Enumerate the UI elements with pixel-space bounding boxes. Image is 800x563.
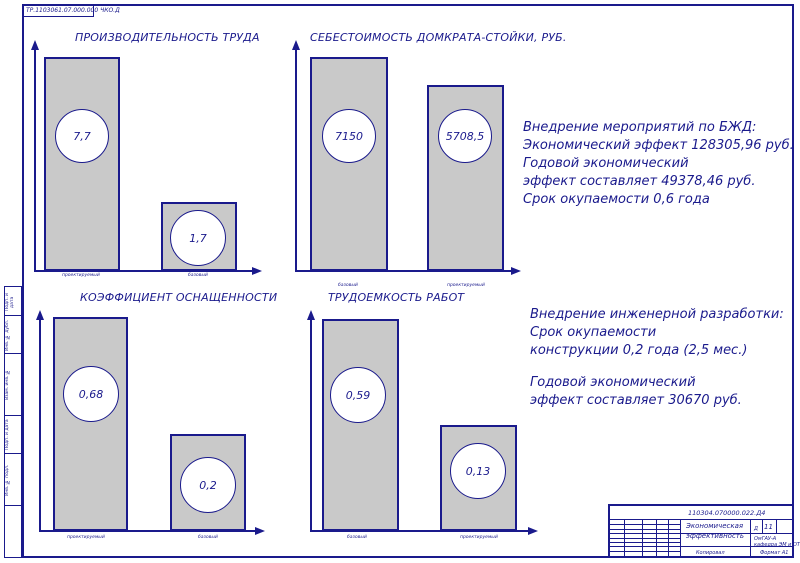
stamp-rule (668, 519, 669, 557)
chart-title: ПРОИЗВОДИТЕЛЬНОСТЬ ТРУДА (75, 31, 260, 44)
stamp-rule (680, 519, 681, 557)
y-axis-arrow (292, 40, 300, 50)
value-label: 0,13 (450, 443, 506, 499)
note-bzhd: Внедрение мероприятий по БЖД: Экономичес… (523, 119, 794, 209)
chart-title: СЕБЕСТОИМОСТЬ ДОМКРАТА-СТОЙКИ, РУБ. (310, 31, 567, 44)
value-label: 0,68 (63, 366, 119, 422)
note-line: Внедрение инженерной разработки: (530, 307, 784, 322)
note-line: Срок окупаемости 0,6 года (523, 192, 710, 207)
note-annual-effect: Годовой экономический эффект составляет … (530, 374, 742, 410)
side-divider (5, 315, 21, 316)
x-axis-arrow (528, 527, 538, 535)
value-label: 7150 (322, 109, 376, 163)
stamp-rule (610, 524, 680, 525)
stamp-sheet-number: 11 (764, 523, 773, 531)
drawing-frame (22, 4, 794, 558)
y-axis (310, 316, 312, 532)
value-label: 7,7 (55, 109, 109, 163)
value-label: 5708,5 (438, 109, 492, 163)
note-line: Экономический эффект 128305,96 руб. (523, 138, 794, 153)
x-axis (34, 270, 252, 272)
bar (322, 319, 399, 531)
side-strip: Подп. и дата Инв. № дубл. Взам. инв. № П… (4, 286, 22, 558)
y-axis (39, 316, 41, 532)
y-axis (295, 46, 297, 272)
side-label: Подп. и дата (5, 419, 10, 451)
stamp-org: кафедра ЭМ и ОТ (754, 542, 800, 548)
x-axis (39, 530, 255, 532)
side-label: Инв. № подл. (5, 464, 10, 496)
category-label: проектируемый (67, 535, 105, 540)
note-line: Внедрение мероприятий по БЖД: (523, 120, 757, 135)
stamp-rule (610, 546, 794, 547)
side-label: Инв. № дубл. (5, 319, 10, 351)
bar (53, 317, 128, 531)
stamp-copied: Копировал (696, 550, 725, 556)
x-axis-arrow (511, 267, 521, 275)
stamp-code: 110304.070000.022.Д4 (688, 509, 766, 517)
y-axis-arrow (31, 40, 39, 50)
sheet-code-label: ТР.1103061.07.000.000 ЧКО.Д (22, 4, 120, 17)
stamp-rule (610, 542, 680, 543)
value-label: 0,2 (180, 457, 236, 513)
note-line: Годовой экономический (530, 375, 696, 390)
y-axis-arrow (307, 310, 315, 320)
stamp-rule (776, 519, 777, 533)
side-divider (5, 415, 21, 416)
value-label: 1,7 (170, 210, 226, 266)
x-axis (295, 270, 511, 272)
category-label: базовый (198, 535, 218, 540)
stamp-rule (762, 519, 763, 533)
category-label: базовый (338, 283, 358, 288)
y-axis (34, 46, 36, 272)
stamp-rule (642, 519, 643, 557)
side-label: Подп. и дата (5, 293, 15, 311)
value-label: 0,59 (330, 367, 386, 423)
note-line: Годовой экономический (523, 156, 689, 171)
chart-title: КОЭФФИЦИЕНТ ОСНАЩЕННОСТИ (80, 291, 278, 304)
stamp-rule (610, 551, 680, 552)
stamp-rule (610, 538, 680, 539)
stamp-rule (610, 533, 794, 534)
category-label: проектируемый (447, 283, 485, 288)
stamp-rule (624, 519, 625, 557)
note-line: конструкции 0,2 года (2,5 мес.) (530, 343, 748, 358)
stamp-title: эффективность (686, 532, 745, 540)
y-axis-arrow (36, 310, 44, 320)
category-label: проектируемый (62, 273, 100, 278)
bar (310, 57, 388, 271)
x-axis (310, 530, 528, 532)
side-label: Взам. инв. № (5, 369, 10, 401)
chart-title: ТРУДОЕМКОСТЬ РАБОТ (328, 291, 465, 304)
x-axis-arrow (252, 267, 262, 275)
side-divider (5, 453, 21, 454)
stamp-rule (656, 519, 657, 557)
stamp-rule (610, 519, 794, 520)
category-label: базовый (347, 535, 367, 540)
x-axis-arrow (255, 527, 265, 535)
title-block: 110304.070000.022.Д4 Экономическая эффек… (608, 504, 800, 558)
note-line: Срок окупаемости (530, 325, 657, 340)
category-label: базовый (188, 273, 208, 278)
category-label: проектируемый (460, 535, 498, 540)
stamp-org: ОмГАУ-А (754, 536, 777, 542)
stamp-rule (610, 529, 680, 530)
stamp-letter: Д (754, 526, 758, 532)
note-line: эффект составляет 49378,46 руб. (523, 174, 756, 189)
side-divider (5, 353, 21, 354)
stamp-format: Формат А1 (760, 550, 789, 556)
bar (44, 57, 120, 271)
side-divider (5, 505, 21, 506)
stamp-title: Экономическая (686, 522, 744, 530)
note-engineering: Внедрение инженерной разработки: Срок ок… (530, 306, 784, 360)
stamp-rule (750, 519, 751, 557)
note-line: эффект составляет 30670 руб. (530, 393, 742, 408)
